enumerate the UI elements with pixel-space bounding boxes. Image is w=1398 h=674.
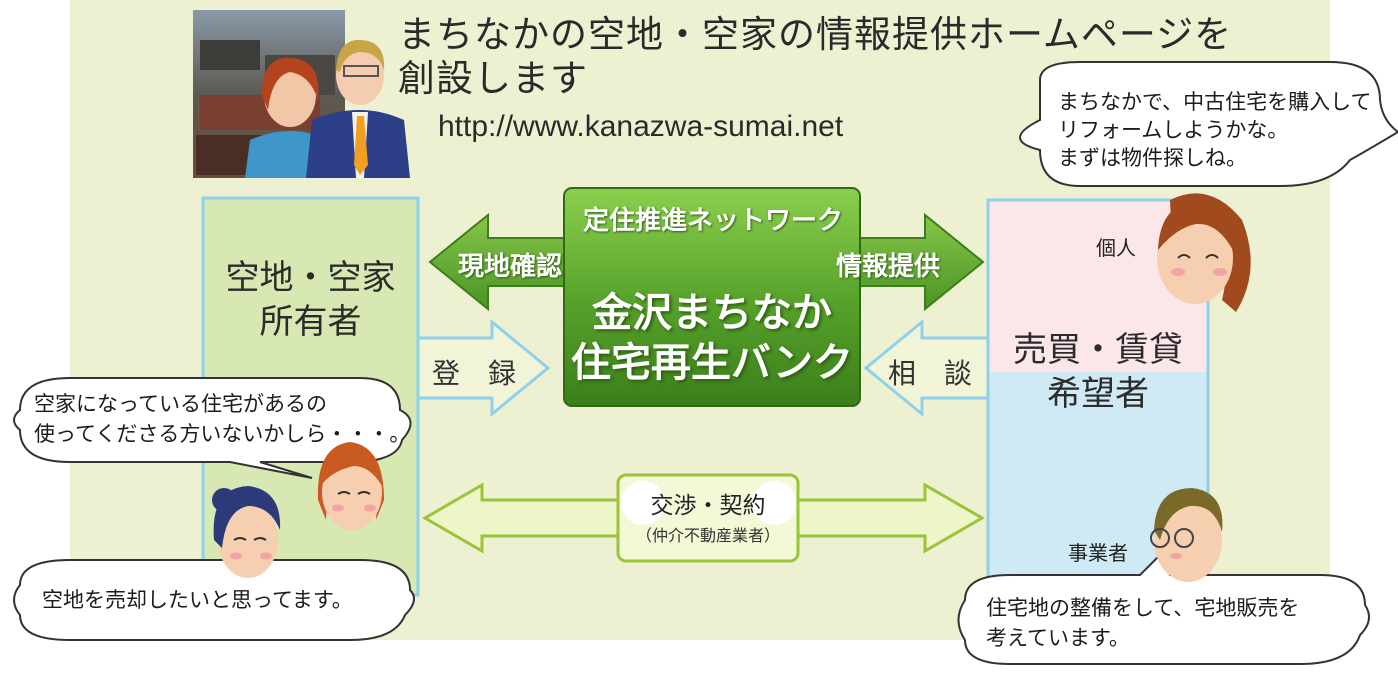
owner-bubble-line1: 空家になっている住宅があるの [34,392,327,416]
owner-label-line2: 所有者 [259,302,362,342]
buyer-label-line1: 売買・賃貸 [1013,330,1183,370]
negotiation-label: 交渉・契約 [650,493,766,519]
developer-bubble [957,553,1370,665]
buyer-bubble-line2: リフォームしようかな。 [1058,118,1289,142]
buyer-bubble-line1: まちなかで、中古住宅を購入して [1058,90,1372,114]
developer-bubble-line2: 考えています。 [986,626,1130,650]
elderly-woman-illustration [212,486,281,578]
business-man-illustration [1150,488,1223,582]
owner-bubble [13,377,412,479]
developer-bubble-line1: 住宅地の整備をして、宅地販売を [986,596,1300,620]
page-title-line2: 創設します [398,57,588,100]
register-arrow [416,318,551,418]
owner-woman-illustration [317,442,384,530]
business-label: 事業者 [1068,541,1128,565]
network-label: 定住推進ネットワーク [582,206,843,236]
page-title-line1: まちなかの空地・空家の情報提供ホームページを [398,13,1233,56]
negotiation-sub-label: （仲介不動産業者） [635,526,780,545]
register-label: 登 録 [432,357,517,390]
owner-label-line1: 空地・空家 [225,258,396,298]
negotiation-arrow [422,473,985,563]
consult-arrow [863,318,990,418]
individual-label: 個人 [1096,236,1136,260]
bank-title-line1: 金沢まちなか [592,290,832,336]
buyer-label-line2: 希望者 [1047,374,1149,414]
land-owner-bubble [13,559,415,641]
info-provide-label: 情報提供 [836,252,941,282]
buyer-bubble [1019,61,1398,187]
land-owner-bubble-text: 空地を売却したいと思ってます。 [42,588,353,612]
header-photo [193,10,410,178]
owner-bubble-line2: 使ってくださる方いないかしら・・・。 [34,422,411,446]
bank-title-line2: 住宅再生バンク [571,340,853,386]
buyer-bubble-line3: まずは物件探しね。 [1058,146,1247,170]
bank-box [563,187,861,407]
site-check-label: 現地確認 [458,252,563,282]
consult-label: 相 談 [888,357,973,390]
individual-woman-illustration [1157,193,1251,312]
site-url[interactable]: http://www.kanazwa-sumai.net [438,110,844,143]
